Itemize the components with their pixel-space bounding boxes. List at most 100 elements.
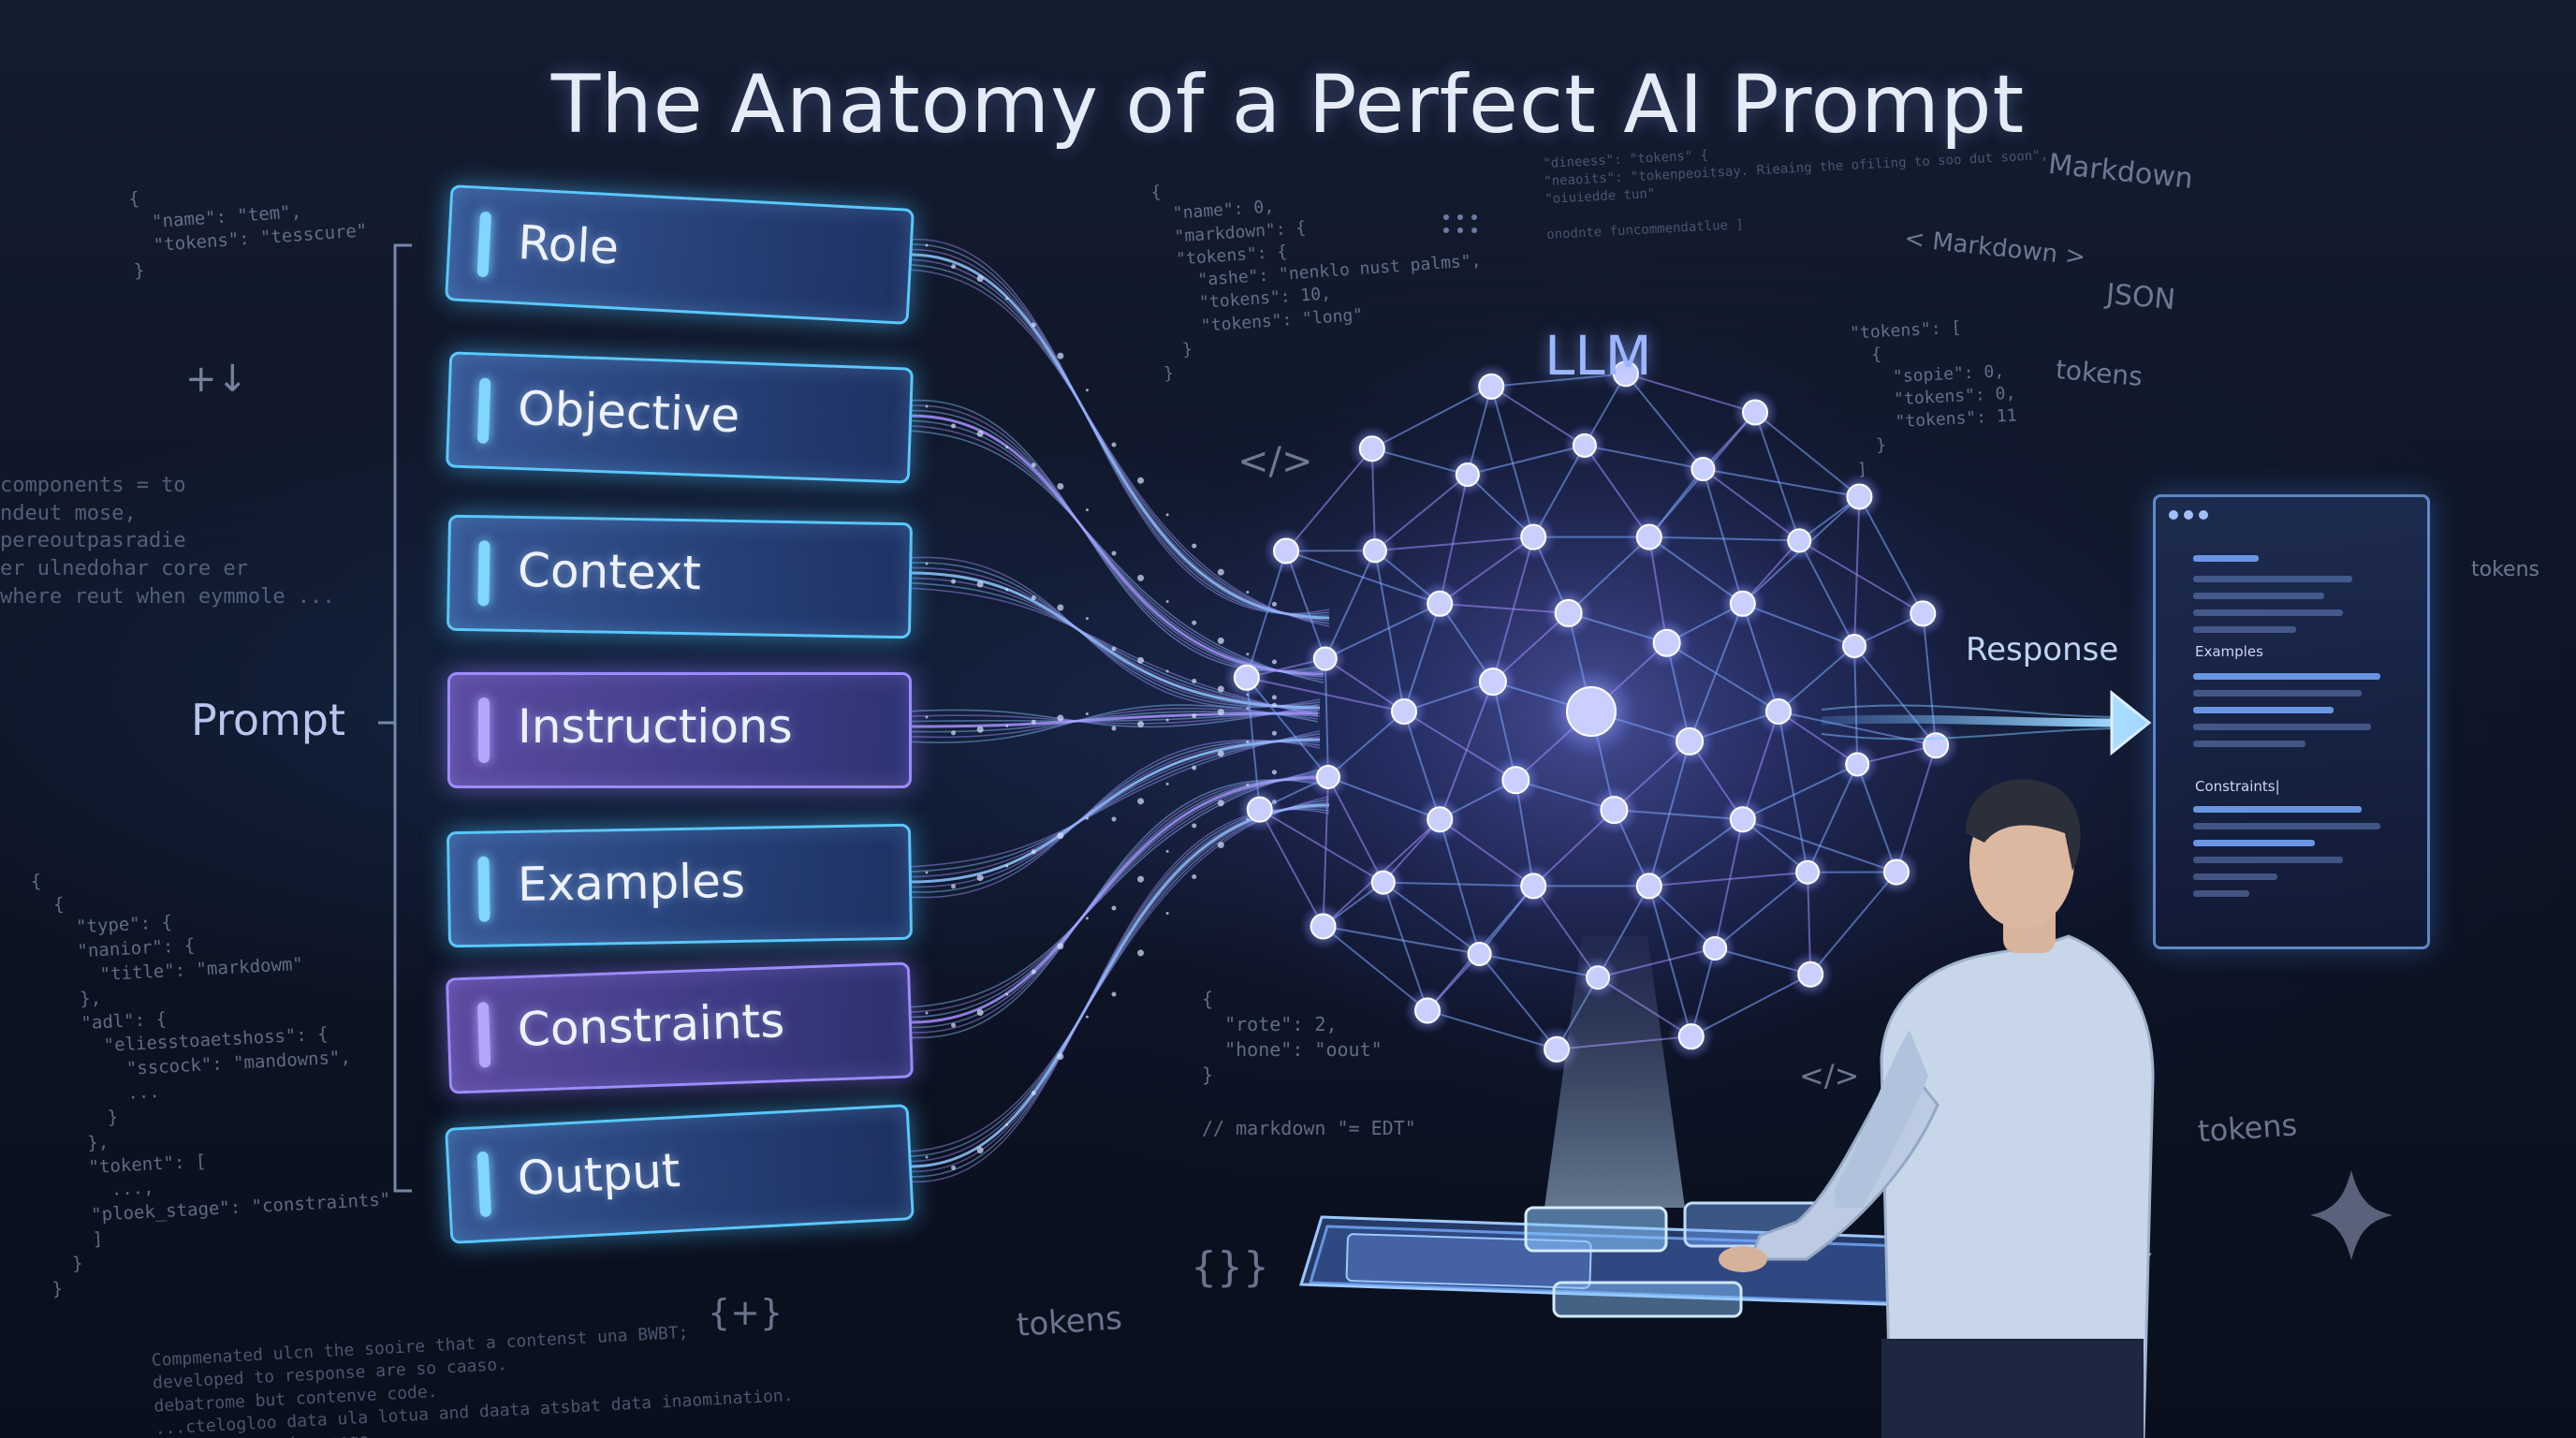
plus-down-icon: +↓ — [185, 358, 249, 401]
network-node — [1729, 590, 1756, 617]
person-figure — [1719, 779, 2155, 1438]
input-stream — [909, 711, 1319, 733]
network-node — [1923, 732, 1950, 759]
code-snippet: { "name": "tem", "tokens": "tesscure" } — [127, 188, 368, 282]
response-section-heading: Examples — [2195, 643, 2263, 660]
stream-particle — [1111, 442, 1117, 448]
text-line — [2193, 724, 2371, 730]
stream-particle — [1031, 719, 1036, 725]
network-node — [1312, 646, 1338, 671]
code-snippet: components = to ndeut mose, pereoutpasra… — [0, 474, 335, 609]
network-edge — [1647, 886, 1692, 1037]
input-stream — [909, 808, 1330, 1183]
stream-particle — [1165, 669, 1169, 673]
stream-particle — [1005, 588, 1009, 592]
stream-particle — [1192, 823, 1197, 829]
text-line — [2193, 609, 2343, 616]
window-dot — [2184, 510, 2193, 520]
stream-particle — [1137, 656, 1145, 664]
stream-particle — [1031, 322, 1036, 328]
stream-particle — [1057, 832, 1064, 840]
input-stream — [909, 739, 1321, 899]
code-snippet: "tokens": [ { "sopie": 0, "tokens": 0, "… — [1849, 317, 2018, 480]
network-node — [1703, 935, 1728, 961]
stream-particle — [1192, 713, 1197, 719]
code-snippet: { "rote": 2, "hone": "oout" } — [1202, 988, 1383, 1086]
stream-particle — [925, 715, 929, 719]
stream-particle — [1111, 816, 1117, 822]
stream-particle — [1165, 600, 1169, 604]
stream-particle — [1111, 550, 1117, 556]
network-node — [1455, 462, 1480, 488]
network-node — [1882, 858, 1910, 886]
stream-particle — [1057, 352, 1064, 360]
stream-particle — [976, 274, 984, 282]
network-node — [1467, 941, 1492, 966]
input-stream — [909, 571, 1321, 710]
text-line — [2193, 840, 2315, 846]
code-tag-icon: </> — [1799, 1058, 1860, 1093]
stream-particle — [1246, 784, 1250, 787]
input-stream — [909, 238, 1330, 615]
stream-particle — [925, 562, 929, 565]
component-objective: Objective — [445, 351, 915, 484]
response-arrow — [1821, 689, 2152, 756]
stream-particle — [1137, 477, 1145, 484]
stream-particle — [1192, 874, 1197, 880]
network-node — [1273, 537, 1300, 565]
input-stream — [909, 775, 1326, 1024]
stream-particle — [925, 1011, 929, 1015]
stream-particle — [1005, 446, 1009, 449]
stream-particle — [1137, 574, 1145, 581]
stream-particle — [1057, 943, 1064, 950]
text-line — [2193, 690, 2362, 697]
component-label: Instructions — [518, 699, 793, 754]
stream-particle — [976, 874, 984, 882]
stream-particle — [1246, 707, 1250, 711]
input-stream — [909, 796, 1330, 1152]
text-line — [2193, 707, 2334, 713]
stream-particle — [1137, 875, 1145, 883]
network-node — [1846, 483, 1873, 510]
stream-particle — [951, 1165, 957, 1170]
stream-particle — [1111, 905, 1117, 911]
input-stream — [909, 768, 1326, 1008]
accent-bar — [476, 211, 492, 278]
dot-grid-icon — [1443, 214, 1477, 233]
input-stream — [909, 779, 1326, 1034]
stream-particle — [951, 884, 957, 889]
text-line — [2193, 857, 2343, 863]
text-line — [2193, 741, 2305, 747]
network-edge — [1490, 386, 1535, 537]
network-node — [1520, 523, 1547, 550]
stream-particle — [1085, 816, 1089, 820]
window-dot — [2169, 510, 2178, 520]
network-node — [1501, 766, 1530, 795]
code-tag-icon: </> — [1237, 440, 1313, 483]
stream-particle — [951, 730, 957, 736]
stream-particle — [1165, 718, 1169, 722]
component-output: Output — [445, 1104, 915, 1244]
stream-particle — [1217, 800, 1224, 807]
text-line — [2193, 806, 2362, 813]
component-label: Examples — [517, 853, 746, 913]
accent-bar — [477, 540, 490, 607]
network-node — [1566, 686, 1617, 737]
network-edge — [1702, 468, 1744, 605]
stream-particle — [951, 1022, 957, 1028]
accent-bar — [477, 856, 490, 922]
network-edge — [1648, 871, 1808, 888]
stream-particle — [1031, 595, 1036, 601]
stream-particle — [1005, 724, 1009, 727]
stream-particle — [1192, 620, 1197, 625]
stream-particle — [1165, 513, 1169, 517]
stream-particle — [925, 404, 929, 408]
stream-particle — [951, 423, 957, 429]
network-node — [1742, 399, 1769, 426]
stream-particle — [951, 579, 957, 584]
text-line — [2193, 576, 2352, 582]
input-stream — [909, 808, 1330, 1178]
code-snippet: // markdown "= EDT" — [1202, 1117, 1416, 1139]
network-node — [1246, 796, 1273, 823]
network-node — [1391, 698, 1417, 725]
